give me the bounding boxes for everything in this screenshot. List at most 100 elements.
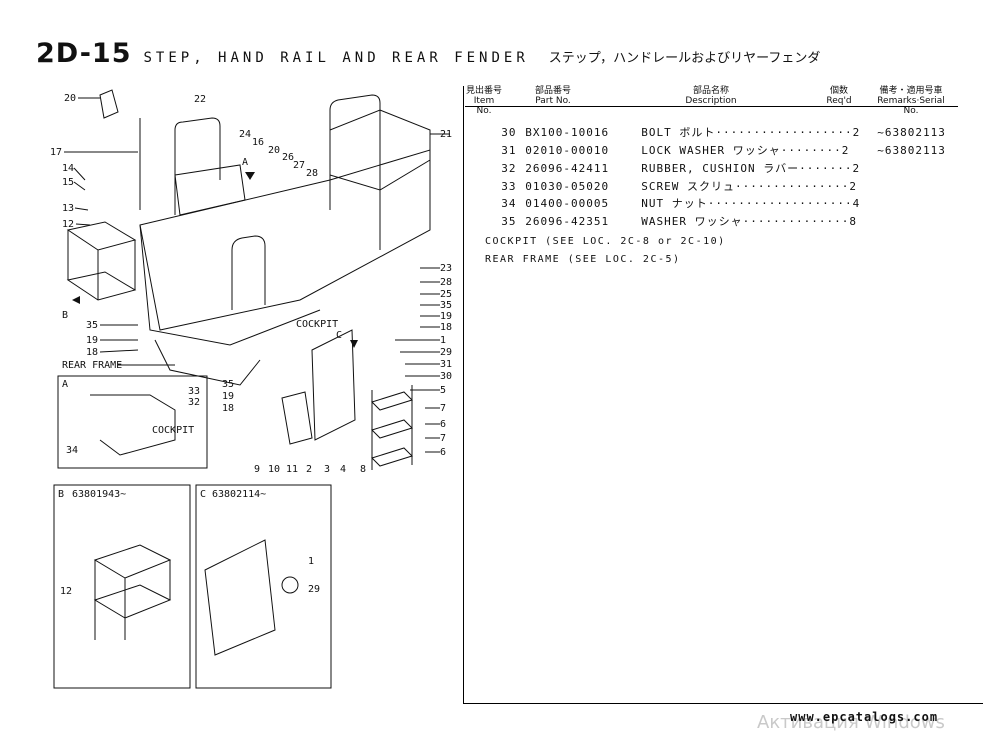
label-18-right: 18 bbox=[440, 322, 452, 333]
note-cockpit: COCKPIT (SEE LOC. 2C-8 or 2C-10) bbox=[485, 236, 726, 247]
label-28-right: 28 bbox=[440, 277, 452, 288]
footer-rule bbox=[463, 703, 983, 704]
label-3: 3 bbox=[324, 464, 330, 475]
label-20-top: 20 bbox=[268, 145, 280, 156]
label-19-bottom: 19 bbox=[222, 391, 234, 402]
inset-c-label-29: 29 bbox=[308, 584, 320, 595]
note-rear-frame: REAR FRAME (SEE LOC. 2C-5) bbox=[485, 254, 681, 265]
label-19-right: 19 bbox=[440, 311, 452, 322]
bracket-20 bbox=[99, 89, 119, 119]
step-right-2 bbox=[371, 419, 413, 439]
label-2: 2 bbox=[306, 464, 312, 475]
label-6a: 6 bbox=[440, 419, 446, 430]
windows-activation-watermark: Активация Windows bbox=[757, 712, 945, 733]
inset-c-label-1: 1 bbox=[308, 556, 314, 567]
view-arrow-b bbox=[72, 296, 80, 304]
step-left-lower bbox=[66, 271, 137, 301]
label-21: 21 bbox=[440, 129, 452, 140]
label-30: 30 bbox=[440, 371, 452, 382]
cockpit-panel bbox=[311, 329, 356, 441]
label-28-top: 28 bbox=[306, 168, 318, 179]
view-arrow-a bbox=[245, 172, 255, 180]
inset-c-panel bbox=[204, 539, 276, 656]
label-12: 12 bbox=[62, 219, 74, 230]
hand-rail-left bbox=[174, 117, 221, 215]
section-title-english: STEP, HAND RAIL AND REAR FENDER bbox=[143, 50, 529, 66]
label-14: 14 bbox=[62, 163, 74, 174]
label-25: 25 bbox=[440, 289, 452, 300]
label-4: 4 bbox=[340, 464, 346, 475]
inset-b-step bbox=[93, 544, 172, 640]
label-view-a: A bbox=[242, 157, 248, 168]
step-right-3 bbox=[371, 447, 413, 467]
label-18-left: 18 bbox=[86, 347, 98, 358]
header-rule bbox=[465, 106, 958, 107]
inset-a-tag: A bbox=[62, 379, 68, 390]
inset-a-frame bbox=[57, 375, 208, 469]
label-9: 9 bbox=[254, 464, 260, 475]
label-8: 8 bbox=[360, 464, 366, 475]
step-right-1 bbox=[371, 391, 413, 411]
footer-url[interactable]: www.epcatalogs.com bbox=[790, 710, 939, 724]
label-19-left: 19 bbox=[86, 335, 98, 346]
label-29: 29 bbox=[440, 347, 452, 358]
label-6b: 6 bbox=[440, 447, 446, 458]
step-left-upper bbox=[66, 221, 137, 251]
label-31: 31 bbox=[440, 359, 452, 370]
inset-b-tag: B bbox=[58, 489, 64, 500]
inset-a-cockpit bbox=[90, 394, 176, 456]
rear-fender-body bbox=[139, 149, 431, 331]
label-24: 24 bbox=[239, 129, 251, 140]
label-13: 13 bbox=[62, 203, 74, 214]
inset-c-serial: 63802114~ bbox=[212, 489, 266, 500]
hand-rail-right bbox=[329, 94, 381, 210]
label-7b: 7 bbox=[440, 433, 446, 444]
label-view-c: C bbox=[336, 330, 342, 341]
divider-vertical bbox=[463, 86, 464, 704]
inset-a-label-32: 32 bbox=[188, 397, 200, 408]
label-17: 17 bbox=[50, 147, 62, 158]
hand-rail-center bbox=[231, 235, 266, 310]
inset-c-tag: C bbox=[200, 489, 206, 500]
inset-c-cushion bbox=[281, 576, 299, 594]
label-5: 5 bbox=[440, 385, 446, 396]
label-15: 15 bbox=[62, 177, 74, 188]
label-7a: 7 bbox=[440, 403, 446, 414]
label-27: 27 bbox=[293, 160, 305, 171]
inset-b-frame bbox=[53, 484, 191, 689]
inset-a-label-34: 34 bbox=[66, 445, 78, 456]
inset-c-frame bbox=[195, 484, 332, 689]
view-arrow-c bbox=[350, 340, 358, 348]
inset-a-label-33: 33 bbox=[188, 386, 200, 397]
label-35-bottom: 35 bbox=[222, 379, 234, 390]
label-11: 11 bbox=[286, 464, 298, 475]
label-35-right: 35 bbox=[440, 300, 452, 311]
cover-plate-9 bbox=[281, 391, 313, 445]
inset-b-label-12: 12 bbox=[60, 586, 72, 597]
label-18-bottom: 18 bbox=[222, 403, 234, 414]
label-22: 22 bbox=[194, 94, 206, 105]
label-23: 23 bbox=[440, 263, 452, 274]
inset-a-cockpit-label: COCKPIT bbox=[152, 425, 194, 436]
rear-frame bbox=[154, 339, 261, 386]
label-10: 10 bbox=[268, 464, 280, 475]
page-title: 2D-15 STEP, HAND RAIL AND REAR FENDER ステ… bbox=[36, 38, 820, 69]
label-35-left: 35 bbox=[86, 320, 98, 331]
label-view-b: B bbox=[62, 310, 68, 321]
label-rear-frame: REAR FRAME bbox=[62, 360, 122, 371]
fender-panel bbox=[174, 164, 246, 216]
label-cockpit: COCKPIT bbox=[296, 319, 338, 330]
section-code: 2D-15 bbox=[36, 38, 132, 69]
